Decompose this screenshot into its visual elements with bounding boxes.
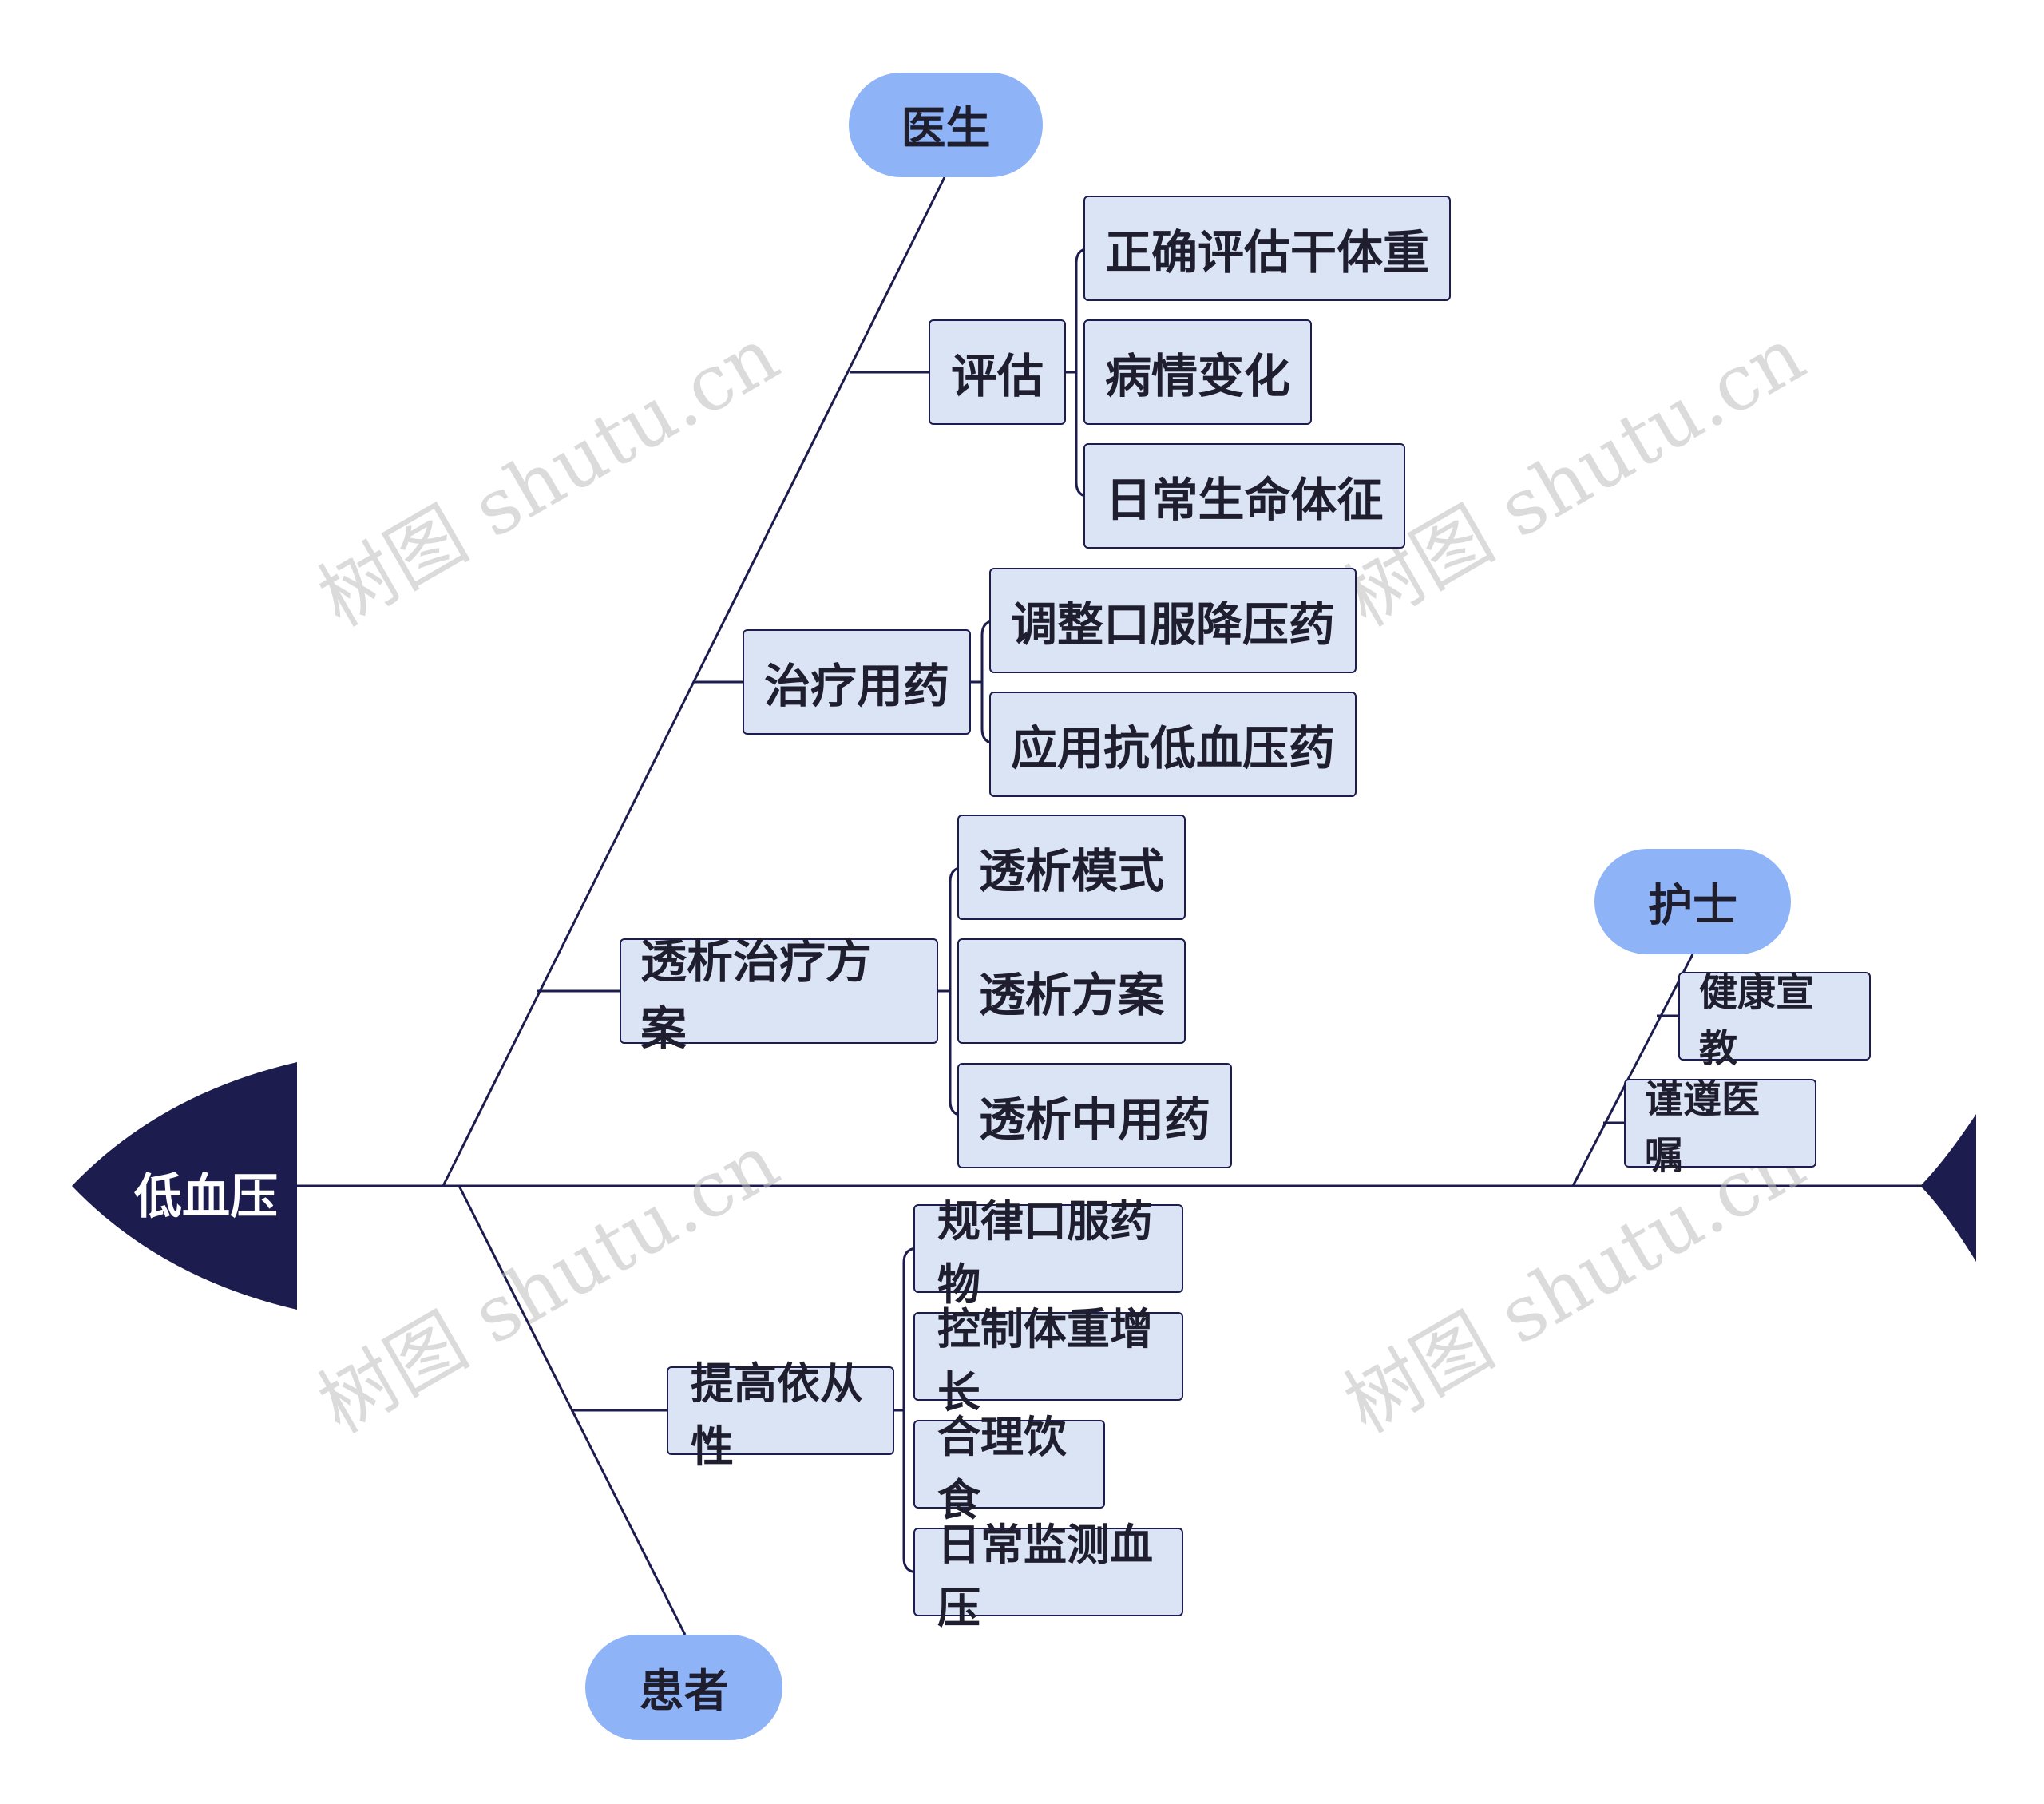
fish-tail: [1920, 1114, 1976, 1262]
category-patient[interactable]: 患者: [585, 1635, 782, 1740]
root-topic[interactable]: 低血压: [134, 1158, 278, 1227]
group-evaluate[interactable]: 评估: [929, 319, 1066, 425]
item-compliance-oral-meds[interactable]: 规律口服药物: [913, 1204, 1183, 1293]
item-health-education[interactable]: 健康宣教: [1678, 972, 1871, 1061]
item-follow-orders[interactable]: 谨遵医嘱: [1624, 1079, 1816, 1168]
group-treatment[interactable]: 治疗用药: [743, 629, 971, 735]
item-compliance-bp-monitoring[interactable]: 日常监测血压: [913, 1528, 1183, 1616]
item-compliance-diet[interactable]: 合理饮食: [913, 1420, 1105, 1509]
item-evaluate-vitals[interactable]: 日常生命体征: [1083, 443, 1405, 549]
item-dialysis-plan[interactable]: 透析方案: [957, 938, 1186, 1044]
category-nurse[interactable]: 护士: [1594, 849, 1791, 954]
group-compliance[interactable]: 提高依从性: [667, 1366, 894, 1455]
item-dialysis-mode[interactable]: 透析模式: [957, 815, 1186, 920]
group-dialysis[interactable]: 透析治疗方案: [620, 938, 938, 1044]
category-doctor[interactable]: 医生: [849, 73, 1043, 177]
item-treatment-oral[interactable]: 调整口服降压药: [989, 568, 1357, 673]
item-compliance-weight[interactable]: 控制体重增长: [913, 1312, 1183, 1401]
item-treatment-anti-hypotension[interactable]: 应用抗低血压药: [989, 692, 1357, 797]
item-evaluate-condition[interactable]: 病情变化: [1083, 319, 1312, 425]
item-evaluate-dry-weight[interactable]: 正确评估干体重: [1083, 196, 1451, 301]
item-dialysis-medication[interactable]: 透析中用药: [957, 1063, 1232, 1168]
